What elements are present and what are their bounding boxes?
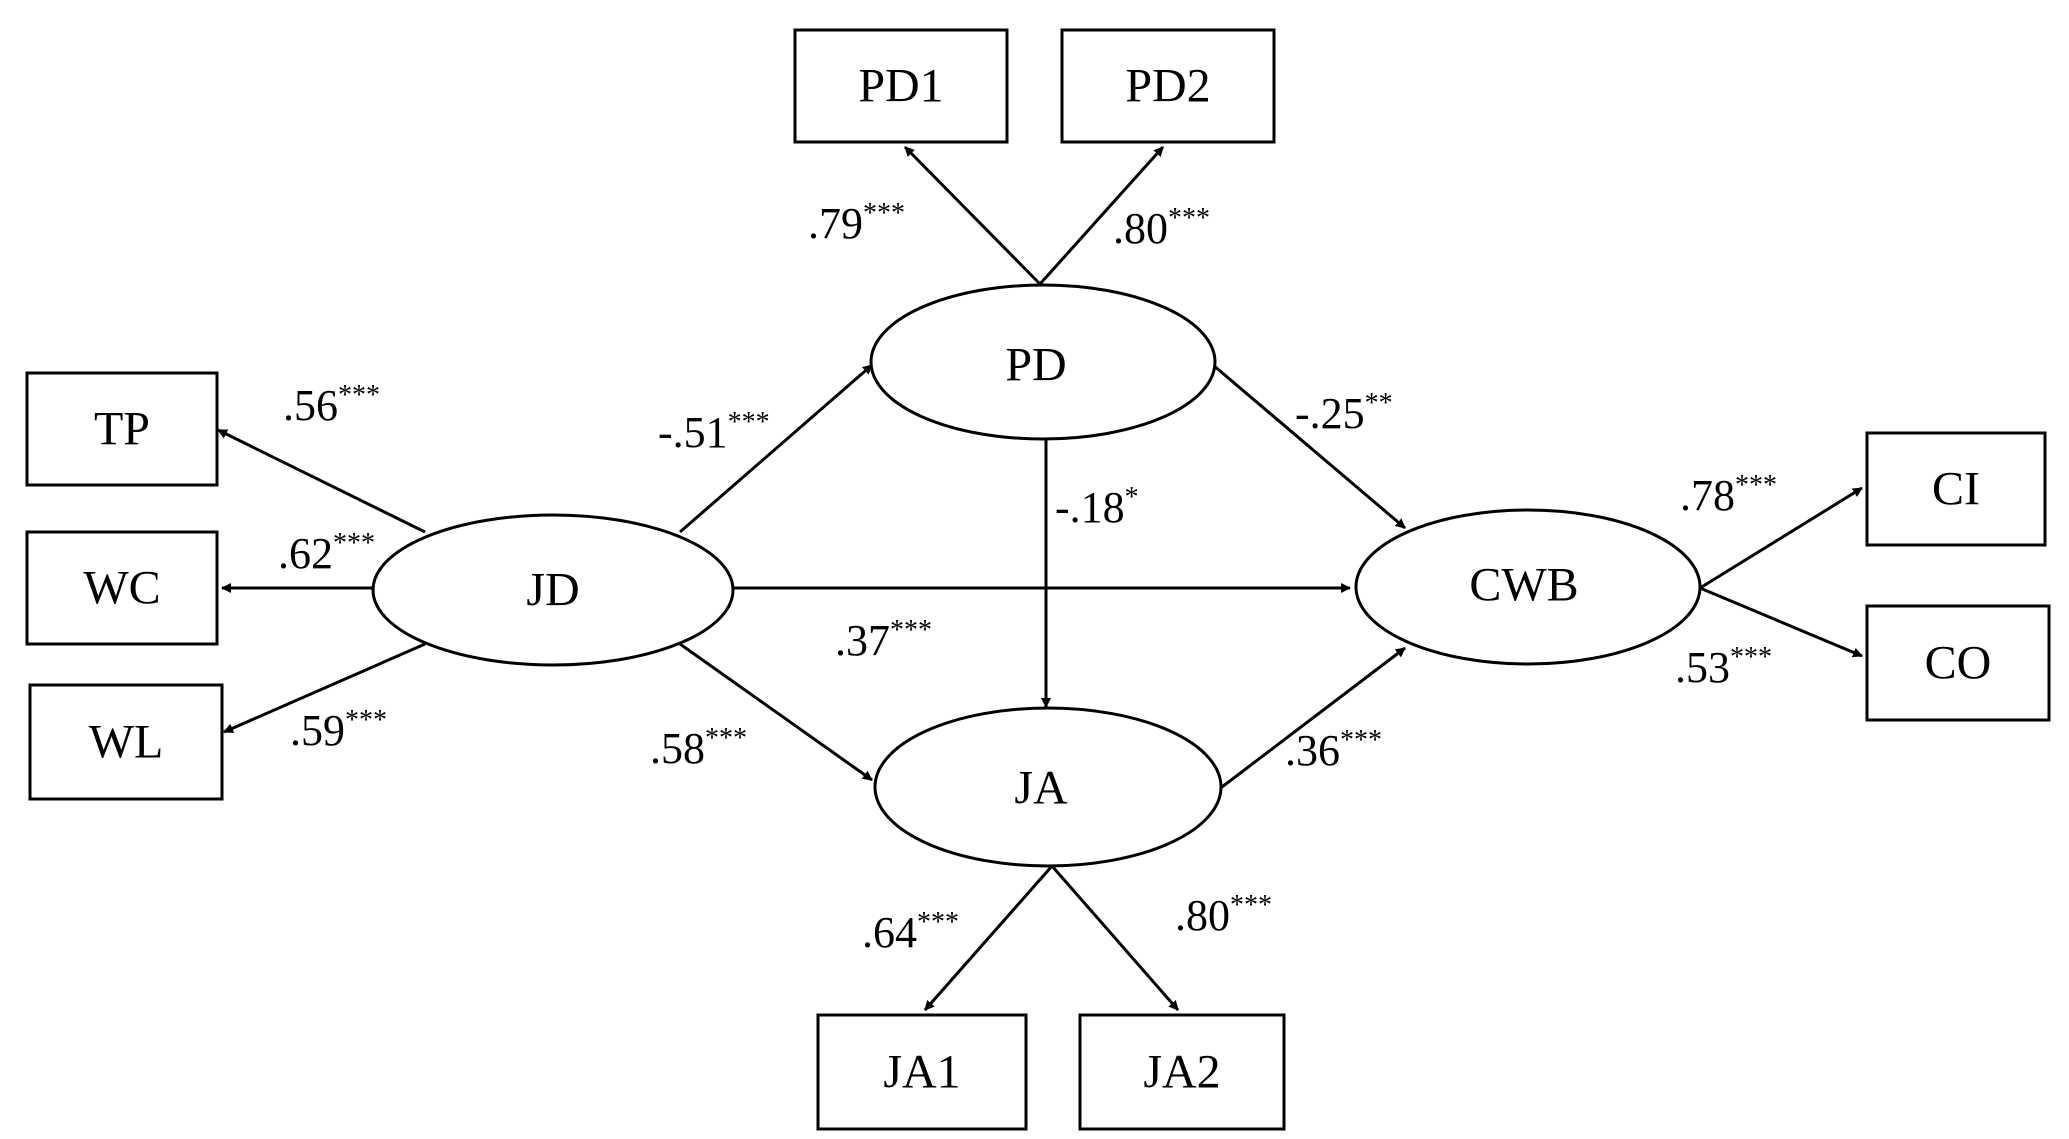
svg-text:JA1: JA1 — [883, 1046, 960, 1099]
edge-label-pd-pd1: .79*** — [808, 198, 905, 248]
svg-text:PD1: PD1 — [858, 60, 943, 113]
svg-text:CI: CI — [1932, 463, 1980, 516]
edge-label-cwb-co: .53*** — [1675, 642, 1772, 692]
svg-text:WL: WL — [89, 716, 164, 769]
node-ja: JA — [873, 706, 1223, 868]
edge-label-pd-cwb: -.25** — [1295, 388, 1393, 438]
edge-ja-ja1 — [923, 865, 1054, 1011]
edge-label-ja-cwb: .36*** — [1285, 725, 1382, 775]
node-cwb: CWB — [1354, 508, 1702, 666]
node-jd: JD — [371, 513, 735, 667]
node-wl: WL — [28, 683, 224, 801]
svg-text:JA: JA — [1014, 762, 1068, 815]
edge-label-jd-wc: .62*** — [278, 528, 375, 578]
edge-jd-ja — [679, 642, 873, 782]
edge-label-jd-pd: -.51*** — [658, 407, 770, 457]
edge-label-jd-cwb: .37*** — [835, 615, 932, 665]
node-ci: CI — [1865, 431, 2047, 547]
node-pd1: PD1 — [793, 28, 1009, 144]
edge-pd-pd2 — [1038, 145, 1165, 286]
edge-jd-wl — [223, 642, 426, 734]
svg-text:PD2: PD2 — [1125, 60, 1210, 113]
node-co: CO — [1865, 604, 2051, 722]
edge-labels: .79*** .80*** .56*** .62*** .59*** -.51*… — [278, 198, 1777, 957]
indicator-nodes: PD1 PD2 TP WC WL CI CO JA1 — [25, 28, 2051, 1131]
edge-label-ja-ja1: .64*** — [862, 907, 959, 957]
svg-text:TP: TP — [94, 403, 150, 456]
edge-pd-pd1 — [903, 145, 1042, 286]
latent-nodes: JD PD JA CWB — [371, 283, 1702, 868]
edges — [217, 145, 1863, 1011]
edge-label-pd-ja: -.18* — [1055, 482, 1139, 532]
edge-cwb-co — [1699, 586, 1863, 658]
edge-label-jd-ja: .58*** — [650, 723, 747, 773]
svg-text:JD: JD — [526, 564, 579, 617]
edge-label-cwb-ci: .78*** — [1680, 470, 1777, 520]
svg-text:JA2: JA2 — [1143, 1046, 1220, 1099]
edge-label-pd-pd2: .80*** — [1113, 203, 1210, 253]
node-pd: PD — [869, 283, 1217, 441]
edge-pd-cwb — [1212, 363, 1406, 530]
node-ja1: JA1 — [816, 1013, 1028, 1131]
edge-label-ja-ja2: .80*** — [1175, 890, 1272, 940]
edge-ja-ja2 — [1050, 865, 1180, 1011]
edge-cwb-ci — [1699, 486, 1863, 590]
edge-jd-tp — [217, 428, 426, 534]
svg-text:CO: CO — [1925, 637, 1992, 690]
node-wc: WC — [25, 530, 219, 646]
svg-text:CWB: CWB — [1469, 559, 1578, 612]
node-ja2: JA2 — [1078, 1013, 1286, 1131]
edge-label-jd-wl: .59*** — [290, 705, 387, 755]
svg-text:WC: WC — [83, 562, 160, 615]
edge-label-jd-tp: .56*** — [283, 380, 380, 430]
node-pd2: PD2 — [1060, 28, 1276, 144]
edge-ja-cwb — [1217, 646, 1406, 792]
node-tp: TP — [25, 371, 219, 487]
edge-jd-pd — [679, 363, 873, 534]
svg-text:PD: PD — [1005, 339, 1066, 392]
